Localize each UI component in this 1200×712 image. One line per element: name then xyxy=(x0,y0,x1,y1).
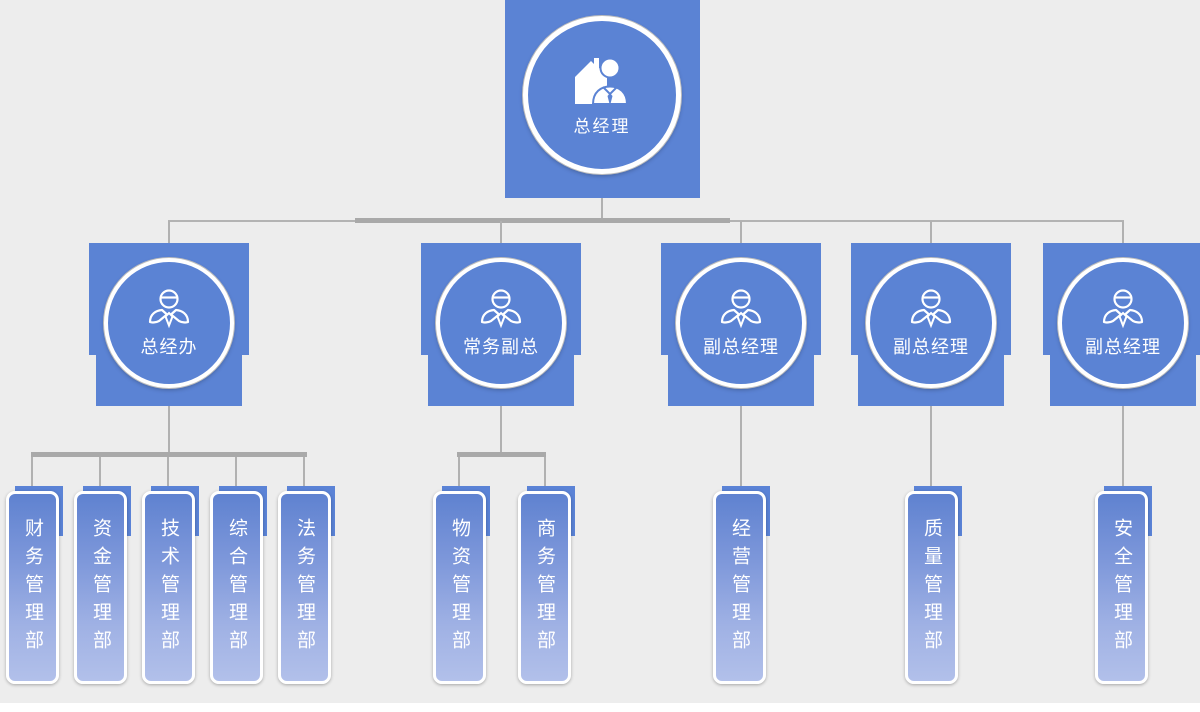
connector-stub xyxy=(500,221,502,243)
root-circle: 总经理 xyxy=(523,16,681,174)
connector-stub xyxy=(99,457,101,490)
dept-materials[interactable]: 物资管理部 xyxy=(433,486,490,684)
connector-branch-drop xyxy=(930,405,932,490)
node-executive-deputy[interactable]: 常务副总 xyxy=(421,243,581,406)
dept-label: 安全管理部 xyxy=(1111,517,1132,658)
person-tie-icon xyxy=(477,287,525,329)
dept-label: 技术管理部 xyxy=(158,517,179,658)
manager-circle: 副总经理 xyxy=(1058,258,1188,388)
connector-stub xyxy=(930,221,932,243)
connector-branch-drop xyxy=(740,405,742,490)
page-bottom-edge xyxy=(0,703,1200,712)
connector-stub xyxy=(303,457,305,490)
dept-label: 经营管理部 xyxy=(729,517,750,658)
connector-stub xyxy=(740,221,742,243)
dept-legal[interactable]: 法务管理部 xyxy=(278,486,335,684)
connector-branch-drop xyxy=(1122,405,1124,490)
connector-group-bar xyxy=(31,452,307,457)
root-label: 总经理 xyxy=(573,116,631,136)
manager-circle: 副总经理 xyxy=(866,258,996,388)
manager-circle: 常务副总 xyxy=(436,258,566,388)
connector-branch-drop xyxy=(500,406,502,452)
dept-label: 物资管理部 xyxy=(449,517,470,658)
connector-stub xyxy=(235,457,237,490)
connector-stub xyxy=(31,457,33,490)
person-tie-icon xyxy=(907,287,955,329)
connector-stub xyxy=(167,457,169,490)
dept-commerce[interactable]: 商务管理部 xyxy=(518,486,575,684)
manager-label: 副总经理 xyxy=(893,337,969,357)
connector-stub xyxy=(1122,221,1124,243)
dept-label: 商务管理部 xyxy=(534,517,555,658)
person-tie-icon xyxy=(1099,287,1147,329)
dept-safety[interactable]: 安全管理部 xyxy=(1095,486,1152,684)
dept-general-affairs[interactable]: 综合管理部 xyxy=(210,486,267,684)
manager-label: 副总经理 xyxy=(703,337,779,357)
manager-label: 常务副总 xyxy=(463,337,539,357)
manager-label: 副总经理 xyxy=(1085,337,1161,357)
connector-group-bar xyxy=(457,452,546,457)
dept-funds[interactable]: 资金管理部 xyxy=(74,486,131,684)
dept-label: 综合管理部 xyxy=(226,517,247,658)
connector-trunk-thick xyxy=(355,218,730,223)
node-manager-office[interactable]: 总经办 xyxy=(89,243,249,406)
person-tie-icon xyxy=(717,287,765,329)
connector-stub xyxy=(168,221,170,243)
dept-quality[interactable]: 质量管理部 xyxy=(905,486,962,684)
connector-branch-drop xyxy=(168,405,170,452)
manager-label: 总经办 xyxy=(140,337,198,357)
dept-label: 法务管理部 xyxy=(294,517,315,658)
dept-label: 质量管理部 xyxy=(921,517,942,658)
node-deputy-gm-1[interactable]: 副总经理 xyxy=(661,243,821,406)
dept-label: 财务管理部 xyxy=(22,517,43,658)
manager-circle: 副总经理 xyxy=(676,258,806,388)
connector-stub xyxy=(458,457,460,490)
person-tie-icon xyxy=(145,287,193,329)
dept-finance[interactable]: 财务管理部 xyxy=(6,486,63,684)
gm-house-person-icon xyxy=(571,54,633,106)
node-deputy-gm-3[interactable]: 副总经理 xyxy=(1043,243,1200,406)
dept-technology[interactable]: 技术管理部 xyxy=(142,486,199,684)
manager-circle: 总经办 xyxy=(104,258,234,388)
connector-root-drop xyxy=(601,198,603,222)
dept-label: 资金管理部 xyxy=(90,517,111,658)
node-general-manager[interactable]: 总经理 xyxy=(505,0,700,198)
node-deputy-gm-2[interactable]: 副总经理 xyxy=(851,243,1011,406)
connector-stub xyxy=(544,457,546,490)
dept-operations[interactable]: 经营管理部 xyxy=(713,486,770,684)
